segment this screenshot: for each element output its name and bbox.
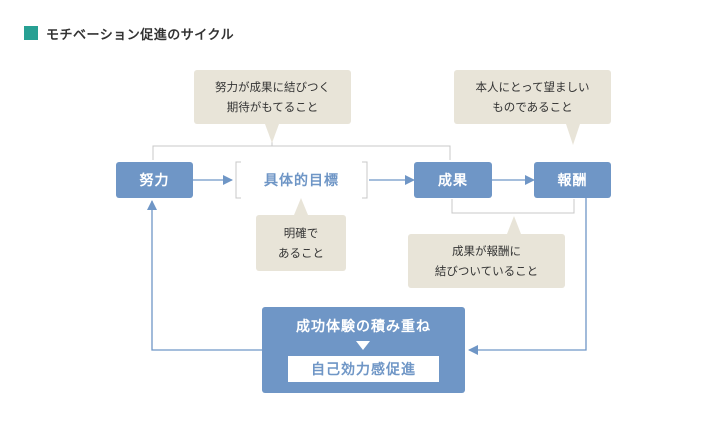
note-clear-goal: 明確で あること xyxy=(256,215,346,271)
note-result-reward-line1: 成果が報酬に xyxy=(452,244,521,258)
node-reward: 報酬 xyxy=(534,162,611,198)
note-result-reward: 成果が報酬に 結びついていること xyxy=(408,234,565,288)
arrow-bottom-to-effort xyxy=(147,200,262,351)
title-text: モチベーション促進のサイクル xyxy=(46,27,235,43)
pointer-reward-note xyxy=(566,124,580,145)
pointer-goal-note xyxy=(294,198,308,215)
note-clear-goal-line1: 明確で xyxy=(283,226,319,240)
goal-bracket-left xyxy=(235,161,241,199)
arrow-reward-to-bottom xyxy=(468,198,587,355)
success-accumulation-title: 成功体験の積み重ね xyxy=(296,319,431,335)
bracket-bottom-result-reward xyxy=(451,199,575,214)
bracket-top-effort-result xyxy=(152,145,451,160)
diagram-title: モチベーション促進のサイクル xyxy=(24,24,235,43)
note-result-reward-line2: 結びついていること xyxy=(434,264,539,278)
pointer-link-note xyxy=(507,216,521,234)
goal-bracket-right xyxy=(362,161,368,199)
down-triangle-icon xyxy=(356,341,370,350)
title-marker-icon xyxy=(24,26,38,40)
note-desirable-reward: 本人にとって望ましい ものであること xyxy=(454,70,611,124)
node-specific-goal: 具体的目標 xyxy=(242,163,361,197)
note-effort-result-line2: 期待がもてること xyxy=(226,100,319,114)
note-desirable-reward-line2: ものであること xyxy=(492,100,573,114)
node-effort: 努力 xyxy=(116,162,193,198)
node-success-accumulation: 成功体験の積み重ね 自己効力感促進 xyxy=(262,307,465,393)
note-desirable-reward-line1: 本人にとって望ましい xyxy=(475,80,590,94)
note-effort-result: 努力が成果に結びつく 期待がもてること xyxy=(194,70,351,124)
note-clear-goal-line2: あること xyxy=(278,246,324,260)
self-efficacy-label: 自己効力感促進 xyxy=(288,356,439,382)
node-result: 成果 xyxy=(414,162,492,198)
note-effort-result-line1: 努力が成果に結びつく xyxy=(215,80,330,94)
pointer-effort-note xyxy=(265,124,279,143)
